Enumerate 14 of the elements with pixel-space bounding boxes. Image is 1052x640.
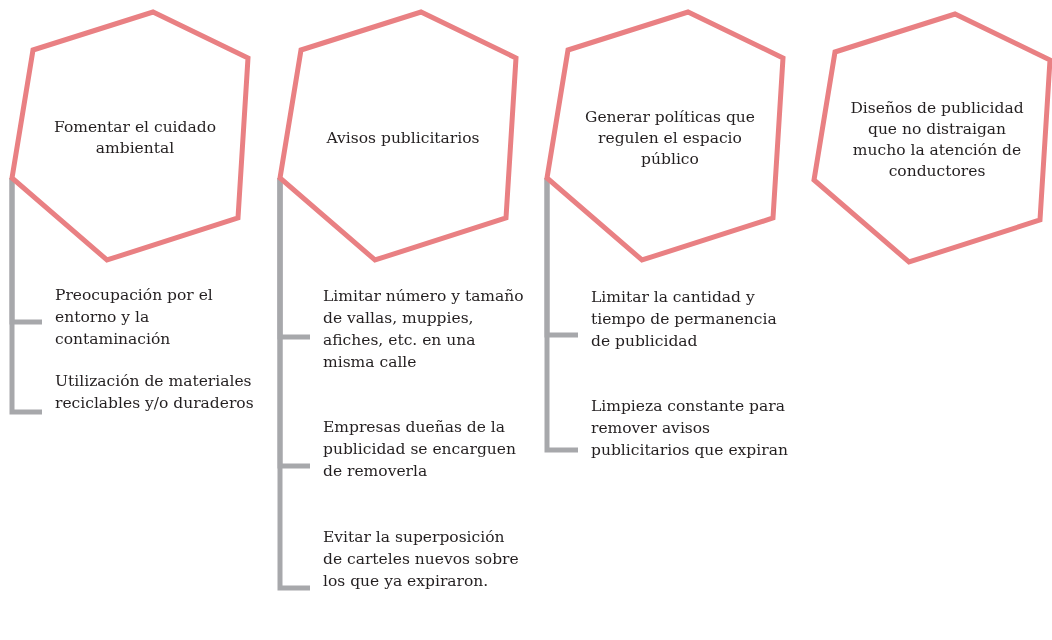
connector-line	[277, 178, 310, 591]
list-item-text: Limitar número y tamaño de vallas, muppies, afiches, etc. en una misma calle	[310, 285, 525, 373]
list-item-text: Utilización de materiales reciclables y/o duraderos	[42, 370, 257, 414]
list-item-text: Evitar la superposición de carteles nuevos sobre los que ya expiraron.	[310, 526, 525, 592]
hexagon-label: Diseños de publicidad que no distraigan mucho la atención de conductores	[849, 98, 1025, 182]
list-item-text: Limpieza constante para remover avisos publicitarios que expiran	[578, 395, 793, 461]
list-item-text: Preocupación por el entorno y la contaminación	[42, 284, 257, 350]
list-item-text: Empresas dueñas de la publicidad se encarguen de removerla	[310, 416, 525, 482]
connector-line	[9, 178, 42, 415]
hexagon-label: Avisos publicitarios	[325, 127, 481, 149]
hexagon-label: Fomentar el cuidado ambiental	[53, 117, 217, 159]
list-item-text: Limitar la cantidad y tiempo de permanencia de publicidad	[578, 286, 793, 352]
hexagon-label: Generar políticas que regulen el espacio público	[584, 106, 756, 170]
connector-line	[544, 178, 578, 453]
